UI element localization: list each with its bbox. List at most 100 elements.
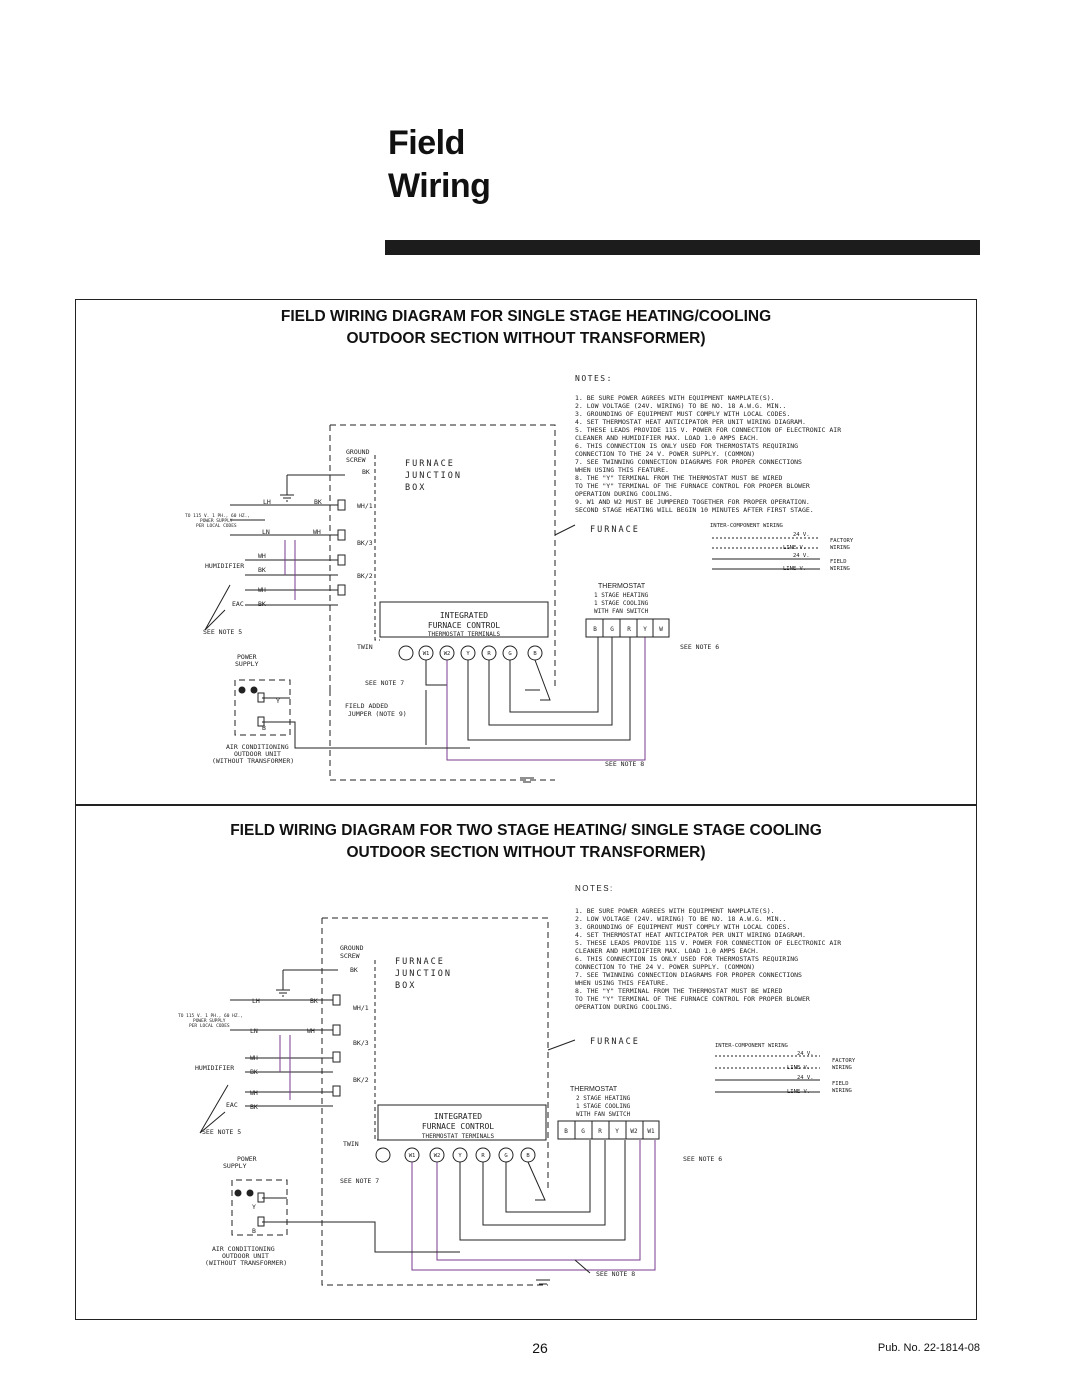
label-wh: WH [307, 1027, 315, 1035]
note-4: 4. SET THERMOSTAT HEAT ANTICIPATOR PER U… [575, 418, 806, 426]
line-power-wires [230, 999, 333, 1031]
legend-24v: 24 V. [793, 553, 810, 559]
thermostat-line-1: 2 STAGE HEATING [576, 1095, 631, 1102]
frame-divider [75, 804, 977, 806]
label-bk: BK [258, 566, 266, 574]
see-note-7: SEE NOTE 7 [365, 679, 404, 687]
note-7: 7. SEE TWINNING CONNECTION DIAGRAMS FOR … [575, 971, 802, 979]
label-bk: BK [310, 997, 318, 1005]
note-8: 8. THE "Y" TERMINAL FROM THE THERMOSTAT … [575, 987, 782, 995]
furnace-label: FURNACE [590, 1037, 640, 1047]
supply-label-3: PER LOCAL CODES [189, 1023, 230, 1029]
note-5: 5. THESE LEADS PROVIDE 115 V. POWER FOR … [575, 426, 841, 434]
legend-factory: FACTORY [830, 538, 854, 544]
note-6b: CONNECTION TO THE 24 V. POWER SUPPLY. (C… [575, 450, 755, 458]
title-rule [385, 240, 980, 255]
integrated-furnace-control-box [379, 601, 549, 638]
wire-y [467, 637, 631, 741]
legend-wiring: WIRING [832, 1088, 852, 1094]
wire-w [446, 637, 646, 761]
wire-y [459, 1140, 626, 1241]
wire-r [482, 1140, 606, 1226]
tstat-b: B [564, 1128, 568, 1135]
legend-field: FIELD [832, 1081, 849, 1087]
ac-label-3: (WITHOUT TRANSFORMER) [212, 757, 294, 765]
twin-label: TWIN [357, 643, 373, 651]
tstat-b: B [593, 626, 597, 633]
legend-wiring: WIRING [830, 545, 850, 551]
thermostat-title: THERMOSTAT [598, 583, 646, 590]
note-6: 6. THIS CONNECTION IS ONLY USED FOR THER… [575, 442, 798, 450]
supply-label-1: TO 115 V. 1 PH., 60 HZ., [185, 513, 250, 519]
outdoor-y: Y [252, 1203, 256, 1211]
legend-line-v: LINE V. [783, 566, 806, 572]
terminal-y: Y [458, 1153, 462, 1159]
ac-label-1: AIR CONDITIONING [226, 743, 289, 751]
note-9b: SECOND STAGE HEATING WILL BEGIN 10 MINUT… [575, 506, 814, 514]
legend-wiring: WIRING [830, 566, 850, 572]
note-9: 9. W1 AND W2 MUST BE JUMPERED TOGETHER F… [575, 498, 810, 506]
ground-symbol [276, 970, 290, 997]
note-8c: OPERATION DURING COOLING. [575, 490, 673, 498]
junction-label-3: BOX [395, 981, 416, 991]
legend-title: INTER-COMPONENT WIRING [710, 523, 783, 529]
legend-line-v: LINE V. [787, 1089, 810, 1095]
outdoor-y: Y [276, 697, 280, 705]
page-title: Field Wiring [388, 122, 491, 208]
control-label-1: INTEGRATED [434, 1112, 482, 1121]
humidifier-eac-field-wires [284, 540, 296, 600]
note-2: 2. LOW VOLTAGE (24V. WIRING) TO BE NO. 1… [575, 915, 786, 923]
eac-label: EAC [232, 600, 244, 608]
label-ln: LN [262, 528, 270, 536]
note-5b: CLEANER AND HUMIDIFIER MAX. LOAD 1.0 AMP… [575, 434, 759, 442]
label-wh: WH [258, 552, 266, 560]
supply-label-1: TO 115 V. 1 PH., 60 HZ., [178, 1013, 243, 1019]
eac-label: EAC [226, 1101, 238, 1109]
ac-label-1: AIR CONDITIONING [212, 1245, 275, 1253]
screw-label: SCREW [346, 456, 366, 464]
power-label: POWER [237, 1155, 257, 1163]
ground-label: GROUND [346, 448, 370, 456]
label-bk2: BK/2 [353, 1076, 369, 1084]
legend-field: FIELD [830, 559, 847, 565]
label-ln: LN [250, 1027, 258, 1035]
tstat-y: Y [643, 626, 647, 633]
legend-line-v: LINE V. [783, 545, 806, 551]
label-bk: BK [250, 1103, 258, 1111]
junction-label-3: BOX [405, 483, 426, 493]
outdoor-unit-outline [231, 1179, 288, 1236]
jumper-label-2: JUMPER (NOTE 9) [348, 710, 407, 718]
see-note-6: SEE NOTE 6 [683, 1155, 722, 1163]
note-6: 6. THIS CONNECTION IS ONLY USED FOR THER… [575, 955, 798, 963]
furnace-outline [329, 424, 556, 690]
tstat-w2: W2 [630, 1128, 638, 1135]
legend-title: INTER-COMPONENT WIRING [715, 1043, 788, 1049]
diagram2-heading-line-2: OUTDOOR SECTION WITHOUT TRANSFORMER) [346, 844, 706, 861]
junction-connectors [332, 994, 341, 1097]
wire-b [534, 659, 551, 701]
thermostat-terminal-labels: B G R Y W2 W1 [564, 1128, 655, 1135]
label-bk: BK [250, 1068, 258, 1076]
note-7b: WHEN USING THIS FEATURE. [575, 466, 669, 474]
supply-label-2: POWER SUPPLY [193, 1018, 226, 1024]
terminal-b: B [533, 651, 537, 657]
ac-label-2: OUTDOOR UNIT [222, 1252, 269, 1260]
note-2: 2. LOW VOLTAGE (24V. WIRING) TO BE NO. 1… [575, 402, 786, 410]
wire-w2 [436, 1140, 641, 1261]
outdoor-b: B [252, 1227, 256, 1235]
see-note-8: SEE NOTE 8 [605, 760, 644, 768]
outdoor-unit-outline [234, 679, 291, 736]
twin-label: TWIN [343, 1140, 359, 1148]
label-wh1: WH/1 [353, 1004, 369, 1012]
see-note-5: SEE NOTE 5 [203, 628, 242, 636]
label-wh: WH [258, 586, 266, 594]
jumper-label-1: FIELD ADDED [345, 702, 388, 710]
note-6b: CONNECTION TO THE 24 V. POWER SUPPLY. (C… [575, 963, 755, 971]
wire-g [505, 1140, 591, 1213]
terminal-w2: W2 [434, 1153, 441, 1159]
wire-g [509, 637, 599, 713]
thermostat-line-2: 1 STAGE COOLING [594, 600, 649, 607]
notes-title-2: NOTES: [575, 884, 614, 893]
power-label: POWER [237, 653, 257, 661]
